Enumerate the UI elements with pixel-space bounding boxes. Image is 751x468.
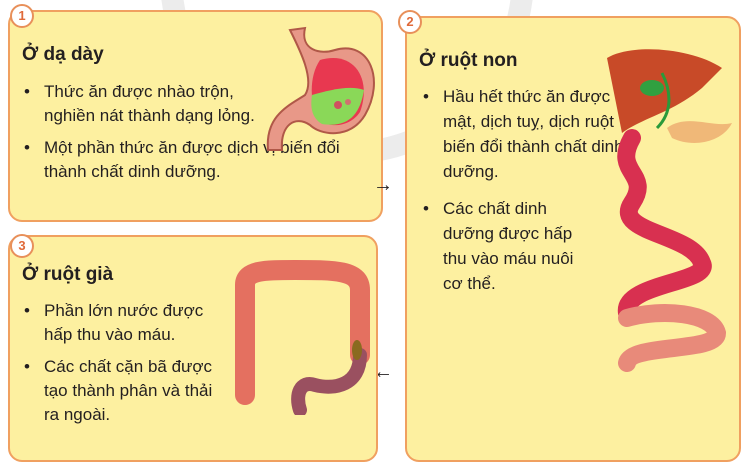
stage-title: Ở ruột già [22, 264, 114, 285]
point: Các chất cặn bã được tạo thành phân và t… [20, 355, 220, 427]
stage-points: Hầu hết thức ăn được mật, dịch tuỵ, dịch… [419, 84, 624, 304]
stomach-illustration [266, 26, 375, 151]
stage-small-intestine-box: Ở ruột non Hầu hết thức ăn được mật, dịc… [405, 16, 741, 462]
stage-title: Ở dạ dày [22, 44, 104, 65]
stage-points: Thức ăn được nhào trộn, nghiền nát thành… [20, 80, 360, 192]
point: Thức ăn được nhào trộn, nghiền nát thành… [20, 80, 279, 128]
point: Hầu hết thức ăn được mật, dịch tuỵ, dịch… [419, 84, 624, 184]
point: Các chất dinh dưỡng được hấp thu vào máu… [419, 196, 583, 296]
stage-large-intestine-box: Ở ruột già Phần lớn nước được hấp thu và… [8, 235, 378, 462]
stage-number-badge: 3 [10, 234, 34, 258]
arrow-left-icon: ← [373, 361, 393, 383]
point: Phần lớn nước được hấp thu vào máu. [20, 299, 204, 347]
large-intestine-illustration [235, 259, 370, 415]
small-intestine-illustration [607, 49, 732, 372]
stage-number-badge: 1 [10, 4, 34, 28]
stage-stomach-box: Ở dạ dày Thức ăn được nhào trộn, nghiền … [8, 10, 383, 222]
stage-title: Ở ruột non [419, 50, 518, 71]
arrow-right-icon: → [373, 174, 393, 196]
stage-number-badge: 2 [398, 10, 422, 34]
point: Một phần thức ăn được dịch vị biến đổi t… [20, 136, 360, 184]
stage-points: Phần lớn nước được hấp thu vào máu. Các … [20, 299, 220, 435]
